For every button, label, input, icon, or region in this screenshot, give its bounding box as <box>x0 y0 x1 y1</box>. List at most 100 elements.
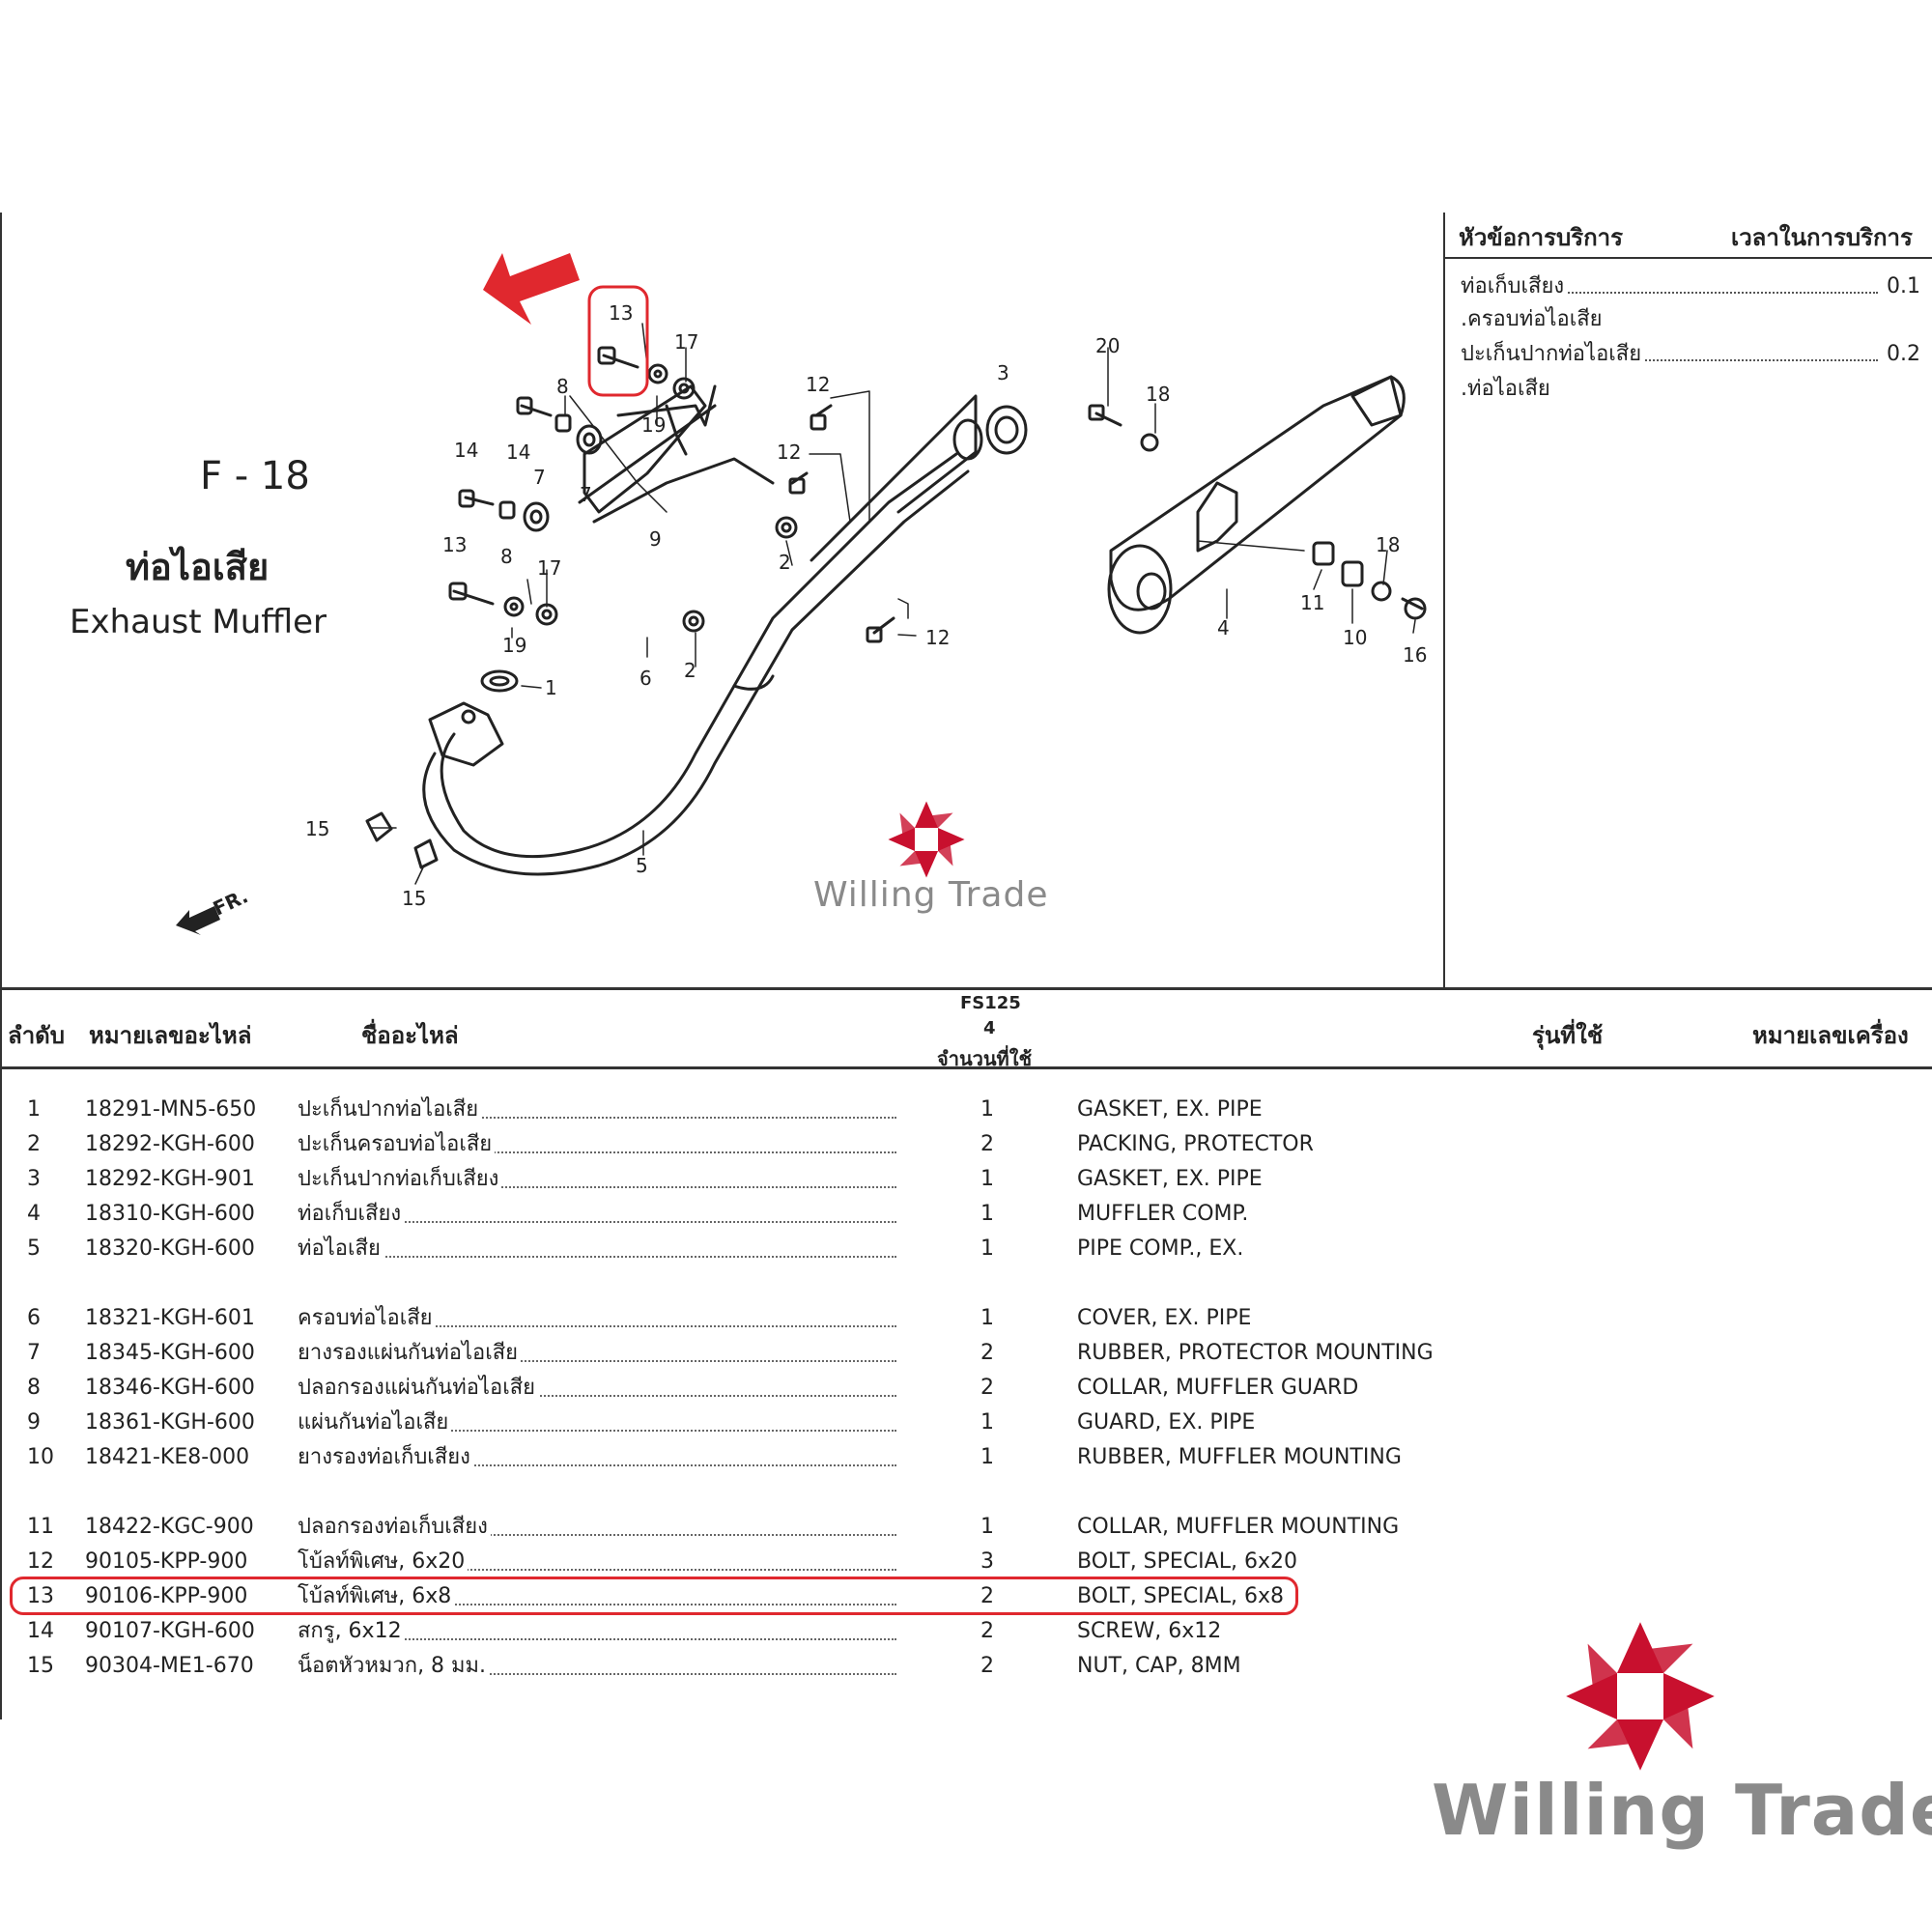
service-item-time: 0.1 <box>1887 274 1920 298</box>
row-name-en: SCREW, 6x12 <box>1077 1619 1222 1643</box>
row-part-no: 90107-KGH-600 <box>85 1619 255 1643</box>
callout-11: 11 <box>1300 591 1325 614</box>
table-row: 14 90107-KGH-600 สกรู, 6x12 2 SCREW, 6x1… <box>0 1615 1546 1648</box>
row-name-th: ปะเก็นครอบท่อไอเสีย <box>298 1128 496 1161</box>
gasket-3 <box>985 405 1028 455</box>
service-item-name: ท่อเก็บเสียง <box>1461 270 1567 303</box>
cap-nut-15b <box>413 838 439 869</box>
leader-dots <box>298 1221 896 1223</box>
row-seq: 5 <box>27 1236 41 1261</box>
header-engine-no: หมายเลขเครื่อง <box>1752 1022 1909 1049</box>
row-name-en: GASKET, EX. PIPE <box>1077 1167 1263 1191</box>
logo-small-icon <box>888 801 965 878</box>
row-name-th: ปะเก็นปากท่อเก็บเสียง <box>298 1163 502 1196</box>
callout-2b: 2 <box>779 551 791 574</box>
callout-18a: 18 <box>1146 383 1171 406</box>
row-qty: 1 <box>980 1306 994 1330</box>
pipe-flange <box>428 701 504 767</box>
callout-12a: 12 <box>806 373 831 396</box>
callout-3: 3 <box>997 361 1009 384</box>
leader-dots <box>298 1534 896 1536</box>
callout-14a: 14 <box>454 439 479 462</box>
row-part-no: 18346-KGH-600 <box>85 1376 255 1400</box>
front-arrow-icon <box>176 906 220 935</box>
callout-7a: 7 <box>533 466 546 489</box>
row-qty: 1 <box>980 1410 994 1435</box>
table-row: 9 18361-KGH-600 แผ่นกันท่อไอเสีย 1 GUARD… <box>0 1406 1546 1439</box>
row-seq: 10 <box>27 1445 54 1469</box>
row-qty: 3 <box>980 1549 994 1574</box>
page-frame <box>0 213 1932 1719</box>
service-item-name: .ครอบท่อไอเสีย <box>1461 303 1605 336</box>
row-seq: 12 <box>27 1549 54 1574</box>
gasket-1 <box>480 669 519 693</box>
leader-dots <box>298 1117 896 1119</box>
row-qty: 1 <box>980 1236 994 1261</box>
callout-18b: 18 <box>1376 533 1401 556</box>
row-name-th: ปลอกรองท่อเก็บเสียง <box>298 1511 491 1544</box>
row-name-en: PACKING, PROTECTOR <box>1077 1132 1314 1156</box>
header-model-sub: 4 <box>983 1018 996 1038</box>
callout-13b: 13 <box>442 533 468 556</box>
bolt-13-top <box>597 346 639 369</box>
row-name-th: สกรู, 6x12 <box>298 1615 405 1648</box>
row-qty: 2 <box>980 1619 994 1643</box>
row-name-th: ยางรองแผ่นกันท่อไอเสีย <box>298 1337 522 1370</box>
table-row: 12 90105-KPP-900 โบ้ลท์พิเศษ, 6x20 3 BOL… <box>0 1546 1546 1578</box>
row-name-en: RUBBER, MUFFLER MOUNTING <box>1077 1445 1402 1469</box>
row-name-th: ยางรองท่อเก็บเสียง <box>298 1441 473 1474</box>
callout-19b: 19 <box>502 634 527 657</box>
callout-6: 6 <box>639 667 652 690</box>
row-name-th: ปลอกรองแผ่นกันท่อไอเสีย <box>298 1372 539 1405</box>
leader-dots <box>298 1604 896 1605</box>
red-arrow-icon <box>483 253 580 325</box>
service-header-rule <box>1445 257 1932 259</box>
row-part-no: 18345-KGH-600 <box>85 1341 255 1365</box>
leader-dots <box>298 1569 896 1571</box>
row-name-th: ท่อเก็บเสียง <box>298 1198 405 1231</box>
row-name-en: RUBBER, PROTECTOR MOUNTING <box>1077 1341 1434 1365</box>
callout-20: 20 <box>1095 334 1121 357</box>
header-qty: จำนวนที่ใช้ <box>937 1047 1033 1070</box>
row-qty: 2 <box>980 1132 994 1156</box>
row-qty: 2 <box>980 1376 994 1400</box>
row-seq: 6 <box>27 1306 41 1330</box>
row-part-no: 18292-KGH-901 <box>85 1167 255 1191</box>
diagram-service-divider <box>1443 213 1445 989</box>
table-top-rule <box>0 987 1932 990</box>
table-row: 15 90304-ME1-670 น็อตหัวหมวก, 8 มม. 2 NU… <box>0 1650 1546 1683</box>
callout-16: 16 <box>1403 643 1428 667</box>
row-name-th: น็อตหัวหมวก, 8 มม. <box>298 1650 490 1683</box>
table-row: 7 18345-KGH-600 ยางรองแผ่นกันท่อไอเสีย 2… <box>0 1337 1546 1370</box>
header-seq: ลำดับ <box>8 1022 66 1049</box>
row-seq: 3 <box>27 1167 41 1191</box>
row-name-th: โบ้ลท์พิเศษ, 6x20 <box>298 1546 469 1578</box>
table-header-rule <box>0 1066 1932 1069</box>
row-seq: 2 <box>27 1132 41 1156</box>
figure-code: F - 18 <box>200 454 310 498</box>
leader-dots <box>298 1256 896 1258</box>
row-name-th: ครอบท่อไอเสีย <box>298 1302 436 1335</box>
leader-dots <box>298 1430 896 1432</box>
row-part-no: 90105-KPP-900 <box>85 1549 248 1574</box>
row-qty: 1 <box>980 1167 994 1191</box>
table-row: 11 18422-KGC-900 ปลอกรองท่อเก็บเสียง 1 C… <box>0 1511 1546 1544</box>
service-row: ปะเก็นปากท่อไอเสีย 0.2 <box>1461 338 1920 371</box>
row-part-no: 90106-KPP-900 <box>85 1584 248 1608</box>
figure-title-th: ท่อไอเสีย <box>126 546 270 588</box>
row-part-no: 18291-MN5-650 <box>85 1097 257 1122</box>
row-part-no: 90304-ME1-670 <box>85 1654 254 1678</box>
row-part-no: 18321-KGH-601 <box>85 1306 255 1330</box>
callout-15b: 15 <box>402 887 427 910</box>
row-name-en: BOLT, SPECIAL, 6x8 <box>1077 1584 1284 1608</box>
service-item-name: .ท่อไอเสีย <box>1461 373 1552 406</box>
row-seq: 4 <box>27 1202 41 1226</box>
leader-dots <box>298 1360 896 1362</box>
callout-7b: 7 <box>580 483 592 506</box>
row-qty: 2 <box>980 1654 994 1678</box>
leader-dots <box>298 1325 896 1327</box>
callout-14b: 14 <box>506 440 531 464</box>
service-row: ท่อเก็บเสียง 0.1 <box>1461 270 1920 303</box>
watermark-large-text: Willing Trade <box>1432 1770 1932 1851</box>
leader-dots <box>298 1464 896 1466</box>
